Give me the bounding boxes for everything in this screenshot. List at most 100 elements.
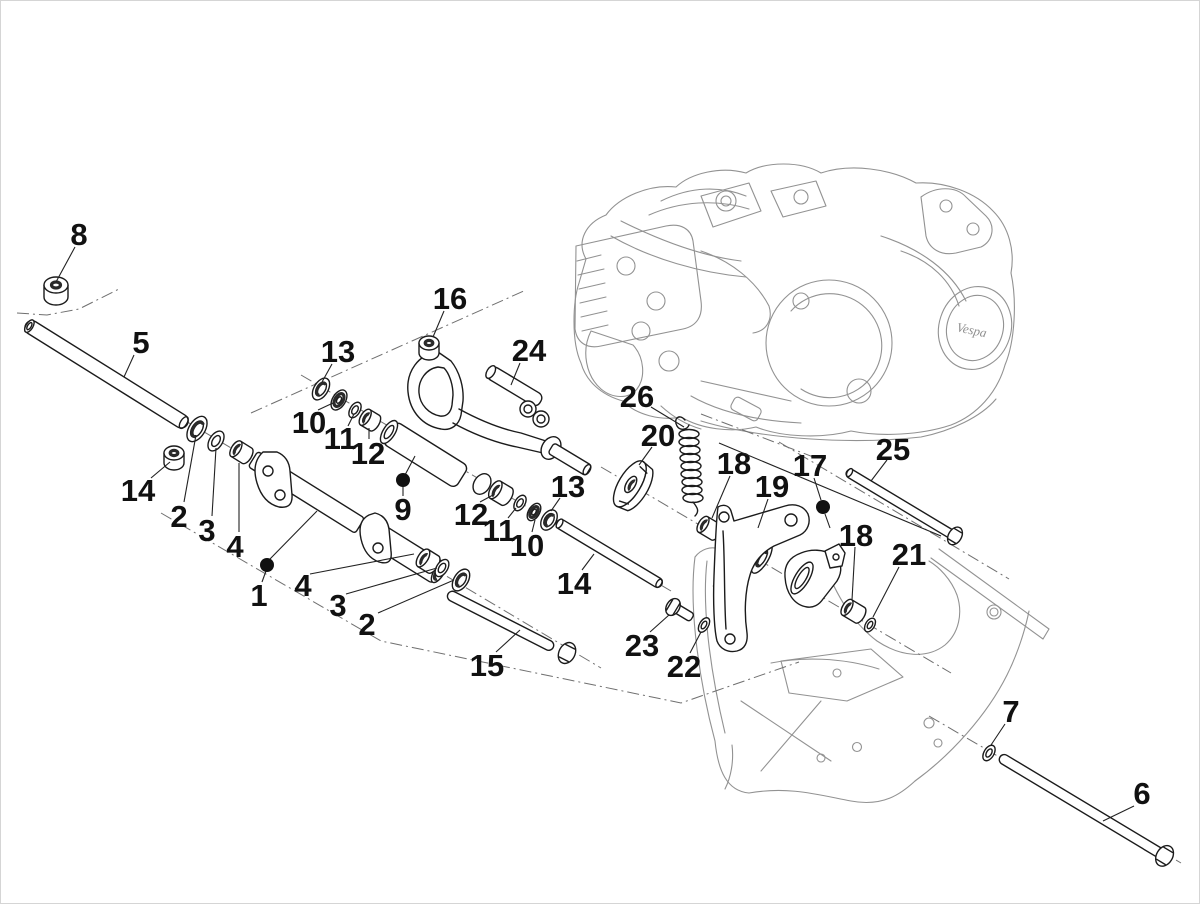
engine-ghost-drawing: Vespa (573, 163, 1015, 442)
callout-leader-18 (711, 475, 731, 519)
callout-label-3: 3 (329, 588, 346, 623)
callout-label-5: 5 (132, 325, 149, 360)
callout-label-17: 17 (793, 448, 827, 483)
callout-label-14: 14 (557, 566, 592, 601)
callout-leader-1 (261, 570, 267, 583)
part-washer-7 (982, 744, 996, 762)
callout-leader-16 (432, 310, 445, 338)
callout-leader-2 (377, 579, 455, 614)
callout-leader-18 (851, 546, 856, 601)
part-washer-10-right (526, 502, 542, 522)
part-bolt-23 (665, 597, 695, 622)
part-support-plate-17 (712, 504, 810, 653)
part-buffer-disc-20 (612, 460, 654, 512)
part-washer-11-right (513, 494, 527, 512)
callout-label-26: 26 (620, 379, 654, 414)
callout-leader-2 (183, 434, 197, 503)
part-bushing-12-right (487, 480, 514, 507)
callout-leader-10 (317, 402, 334, 411)
callout-leader-23 (649, 614, 670, 633)
part-bearing-2-right (451, 568, 471, 592)
callout-label-14: 14 (121, 473, 156, 508)
callout-leader-20 (638, 446, 653, 466)
part-cup-mount (784, 543, 846, 608)
part-rod-25 (845, 467, 964, 546)
part-washer-11-left (348, 401, 362, 419)
callout-leader-1 (268, 510, 318, 561)
callout-leader-26 (650, 406, 685, 428)
part-washer-3-left (207, 430, 225, 452)
callout-leader-17 (813, 477, 822, 501)
callout-leader-22 (689, 631, 702, 654)
callout-label-18: 18 (717, 446, 751, 481)
callout-leader-3 (211, 447, 217, 517)
part-bushing-4-right (415, 548, 441, 574)
callout-leader-8 (55, 246, 76, 283)
callout-leader-6 (1102, 805, 1135, 822)
part-bearing-13-left (311, 377, 331, 401)
callout-leader-13 (550, 497, 561, 512)
callout-leader-7 (990, 723, 1006, 746)
callout-leader-3 (345, 567, 438, 595)
callout-label-10: 10 (292, 405, 326, 440)
callout-leader-13 (321, 363, 333, 383)
part-bearing-13-right (540, 509, 558, 531)
callout-label-16: 16 (433, 281, 467, 316)
part-ring-21 (863, 617, 877, 633)
callout-leader-14 (581, 553, 595, 571)
callout-label-19: 19 (755, 469, 789, 504)
callout-label-20: 20 (641, 418, 675, 453)
callout-dot-17 (816, 500, 830, 514)
part-spring-26 (675, 416, 704, 517)
callout-label-24: 24 (512, 333, 547, 368)
part-nut-16 (418, 335, 440, 361)
part-bolt-6 (998, 753, 1175, 867)
callout-label-8: 8 (70, 217, 87, 252)
callout-label-13: 13 (321, 334, 355, 369)
part-pivot-rod-5 (23, 319, 189, 430)
callout-leader-9 (404, 455, 416, 476)
callout-leader-10 (531, 519, 536, 533)
callout-label-21: 21 (892, 537, 926, 572)
callout-label-1: 1 (250, 578, 267, 613)
callout-label-10: 10 (510, 528, 544, 563)
part-washer-22 (697, 617, 711, 633)
callout-leader-25 (870, 459, 888, 482)
callout-label-18: 18 (839, 518, 873, 553)
part-bearing-10-left (330, 389, 348, 411)
part-rod-14 (555, 518, 663, 589)
callout-leader-5 (123, 354, 135, 378)
callout-label-12: 12 (454, 497, 488, 532)
part-bracket-24 (379, 351, 592, 495)
part-bushing-18-lower (840, 598, 867, 624)
callout-label-22: 22 (667, 649, 701, 684)
callout-leader-4 (309, 553, 415, 575)
callout-leader-15 (495, 629, 521, 653)
part-nut-14 (163, 445, 185, 471)
callout-leader-11 (347, 413, 355, 427)
callout-dot-9 (396, 473, 410, 487)
callout-label-7: 7 (1002, 694, 1019, 729)
part-washer-3-right (434, 558, 450, 578)
callout-label-3: 3 (198, 513, 215, 548)
callout-label-9: 9 (394, 492, 411, 527)
callout-label-4: 4 (294, 568, 312, 603)
callout-label-11: 11 (483, 513, 516, 548)
callout-label-11: 11 (324, 421, 357, 456)
callout-label-4: 4 (226, 529, 244, 564)
part-bearing-2-left (186, 415, 208, 443)
vespa-badge: Vespa (955, 319, 988, 340)
callout-leader-12 (479, 494, 494, 503)
callout-leader-21 (872, 566, 900, 618)
callout-leader-17 (824, 513, 831, 529)
callout-leader-14 (150, 461, 171, 479)
callout-label-6: 6 (1133, 776, 1150, 811)
callout-label-13: 13 (551, 469, 585, 504)
callout-label-2: 2 (170, 499, 187, 534)
callout-label-15: 15 (470, 648, 504, 683)
part-bolt-15 (446, 590, 577, 665)
centerlines-and-boundaries (16, 288, 1182, 864)
callout-label-12: 12 (351, 436, 385, 471)
